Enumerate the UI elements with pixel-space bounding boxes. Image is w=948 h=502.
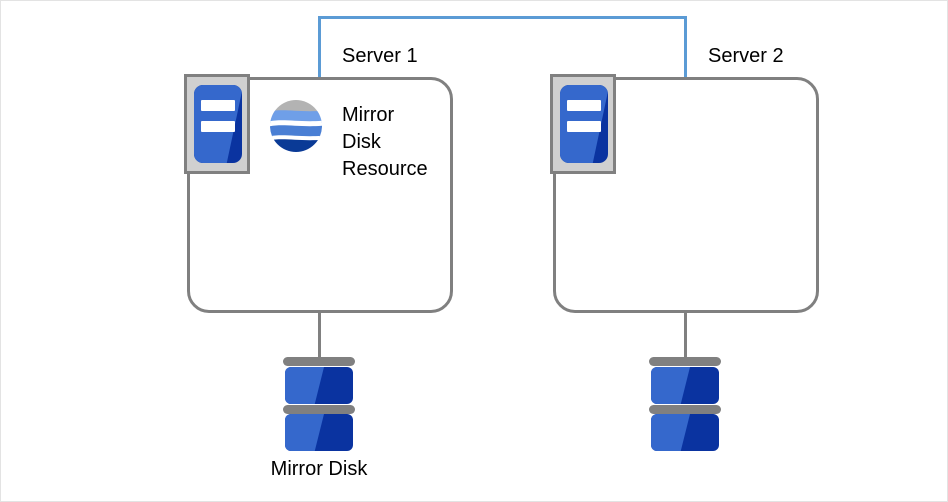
server-1-icon <box>184 74 250 174</box>
disk-highlight <box>285 367 326 404</box>
chip-bar-top <box>201 100 235 111</box>
server-1-disk-stem <box>318 313 321 365</box>
mirror-disk-resource-label: Mirror Disk Resource <box>342 104 428 180</box>
disk-body-upper <box>285 367 353 404</box>
server-2-disk-stem <box>684 313 687 365</box>
disk-plate-top <box>649 357 721 366</box>
server-1-disk-stack <box>283 357 355 455</box>
disk-highlight <box>651 367 692 404</box>
interconnect-top-segment <box>318 16 687 19</box>
disk-body-lower <box>285 414 353 451</box>
mirror-disk-resource-globe-icon <box>268 98 324 154</box>
server-2-disk-stack <box>649 357 721 455</box>
server-1-title: Server 1 <box>342 45 418 67</box>
disk-highlight <box>285 414 326 451</box>
disk-highlight <box>651 414 692 451</box>
mirror-disk-caption: Mirror Disk <box>270 458 368 480</box>
disk-plate-middle <box>649 405 721 414</box>
interconnect-left-segment <box>318 16 321 79</box>
disk-plate-top <box>283 357 355 366</box>
chip-bar-top <box>567 100 601 111</box>
disk-body-lower <box>651 414 719 451</box>
disk-plate-middle <box>283 405 355 414</box>
disk-body-upper <box>651 367 719 404</box>
server-chip-glyph <box>194 85 242 163</box>
interconnect-right-segment <box>684 16 687 79</box>
server-2-title: Server 2 <box>708 45 784 67</box>
server-2-icon <box>550 74 616 174</box>
chip-bar-bottom <box>567 121 601 132</box>
chip-bar-bottom <box>201 121 235 132</box>
server-chip-glyph <box>560 85 608 163</box>
